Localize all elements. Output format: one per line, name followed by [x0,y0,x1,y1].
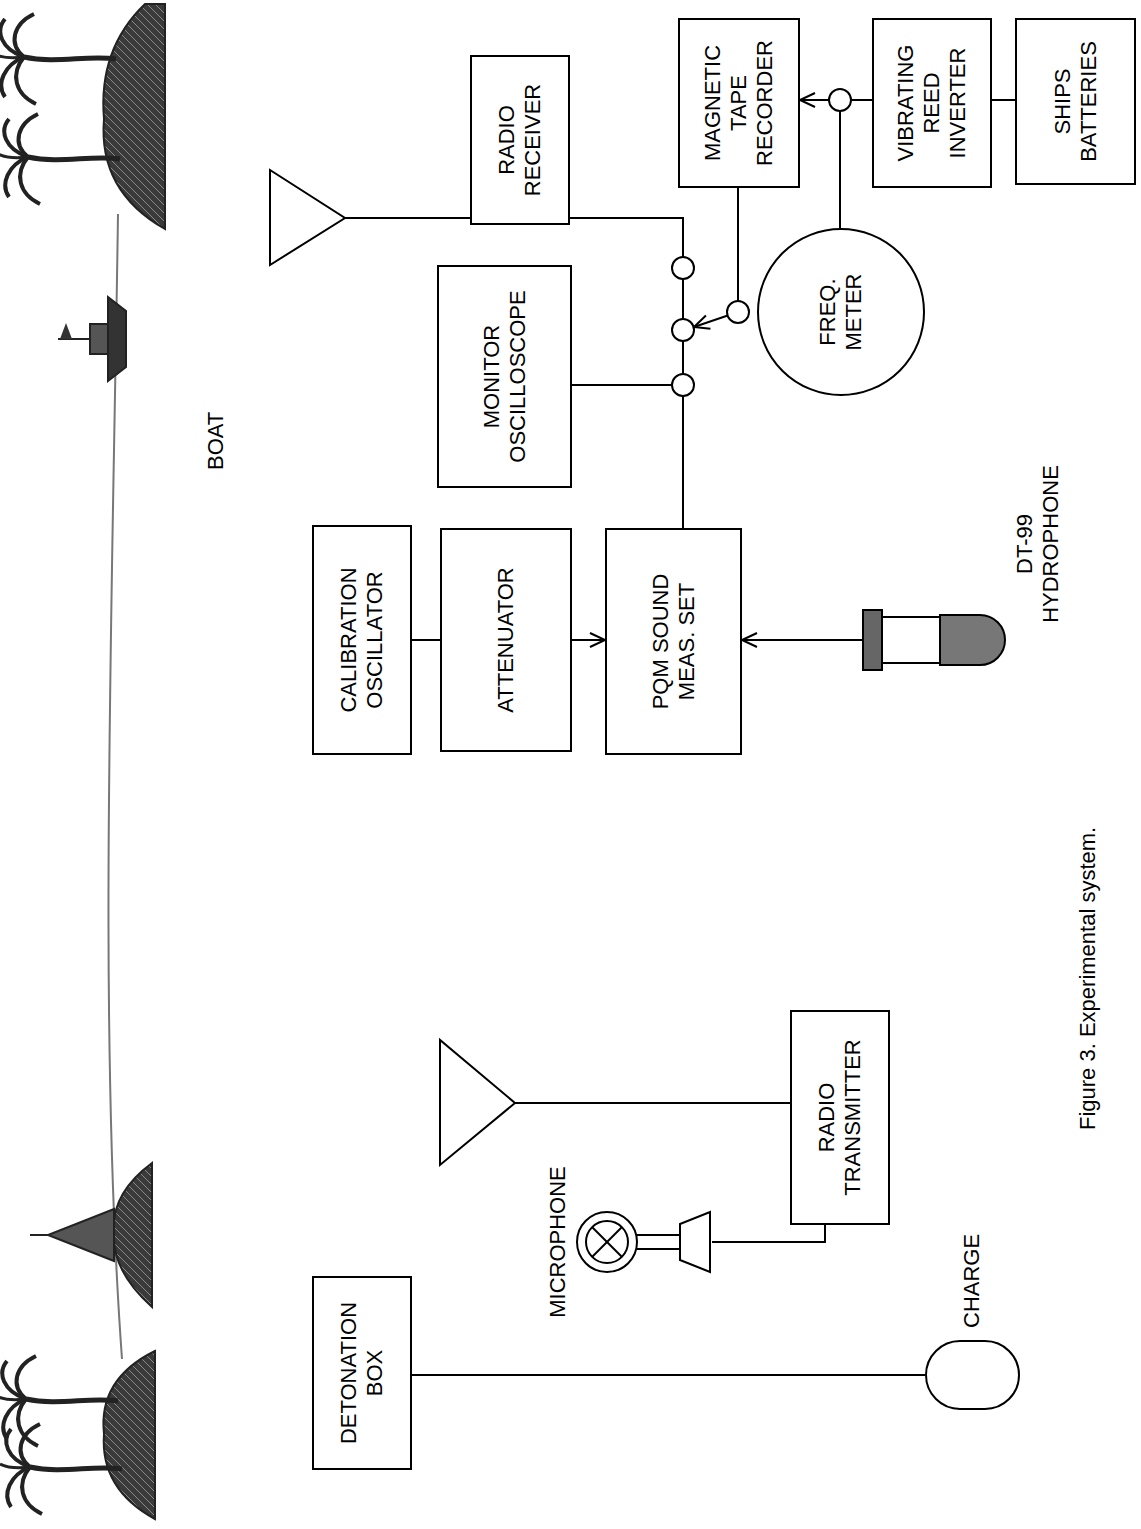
connector-wire [572,385,683,528]
boat-label: BOAT [203,412,229,470]
connector-wire [572,633,605,647]
connector-wire [992,100,1015,101]
node-label: DT-99 HYDROPHONE [1012,458,1064,630]
node-label: ATTENUATOR [493,567,519,712]
mic-cross [592,1227,622,1257]
wire-line [572,639,605,641]
arrow-head [590,633,605,647]
right-island [0,4,165,229]
plug [829,89,851,111]
node-label: MICROPHONE [545,1164,571,1320]
node-label: SHIPS BATTERIES [1050,37,1102,167]
node-label: CHARGE [959,1234,985,1328]
wire-line [992,99,1015,101]
boat-drawing [58,297,126,381]
connector-wire [712,1225,825,1242]
receiver-box: RADIO RECEIVER [470,55,570,225]
inverter-box: VIBRATING REED INVERTER [872,18,992,188]
wire-line [570,218,683,528]
wire-line [572,385,683,528]
wire-line [683,188,738,528]
arrow-head [800,93,815,107]
hydrophone-dome [940,615,1005,665]
mic-head [577,1212,637,1272]
wire-line [412,1374,925,1376]
measuring-set-box: PQM SOUND MEAS. SET [605,528,742,755]
mic-symbol [545,1164,712,1320]
connector-wire [683,188,738,528]
mic-ring [586,1221,628,1263]
battery-box: SHIPS BATTERIES [1015,18,1136,185]
connector-wire [412,640,440,641]
transmitter-box: RADIO TRANSMITTER [790,1010,890,1225]
connector-wire [412,1375,925,1376]
attenuator-box: ATTENUATOR [440,528,572,752]
jack [672,257,694,279]
connector-wire [840,100,872,228]
node-label: RADIO TRANSMITTER [814,1033,866,1203]
recorder-box: MAGNETIC TAPE RECORDER [678,18,800,188]
arrow-head [694,316,710,329]
node-label: DETONATION BOX [336,1293,388,1453]
meter-circle: FREQ. METER [757,228,925,396]
wire-line [840,100,872,228]
wire-line [412,639,440,641]
mic-base [680,1212,710,1272]
charge-outline [926,1341,1019,1409]
left-island [0,1351,155,1519]
figure-caption: Figure 3. Experimental system. [1075,827,1101,1130]
node-label: PQM SOUND MEAS. SET [648,567,700,717]
hydrophone-flange [863,610,882,670]
charge: CHARGE [925,1220,1020,1410]
oscillator-box: CALIBRATION OSCILLATOR [312,525,412,755]
node-label: RADIO RECEIVER [494,75,546,205]
oscilloscope-box: MONITOR OSCILLOSCOPE [437,265,572,488]
node-label: MAGNETIC TAPE RECORDER [700,38,778,168]
second-island [30,1163,152,1307]
receive-antenna [270,170,470,265]
shore-line [108,214,122,1359]
hydrophone: DT-99 HYDROPHONE [862,455,1067,670]
node-label: MONITOR OSCILLOSCOPE [479,282,531,472]
connector-wire [570,218,683,528]
arrow-head [742,633,757,647]
mic-cross [592,1227,622,1257]
microphone: MICROPHONE [545,1164,712,1320]
node-label: FREQ. METER [815,265,867,360]
transmit-antenna [440,1040,790,1165]
jack [672,374,694,396]
mic-stand [637,1234,680,1236]
detonation-box: DETONATION BOX [312,1276,412,1470]
wire-line [742,639,862,641]
jack [672,319,694,341]
node-label: CALIBRATION OSCILLATOR [336,555,388,725]
mic-stand [637,1248,680,1250]
hydrophone-body [882,617,940,663]
node-label: VIBRATING REED INVERTER [893,38,971,168]
connector-wire [742,633,862,647]
plug [727,301,749,323]
wire-line [712,1225,825,1242]
